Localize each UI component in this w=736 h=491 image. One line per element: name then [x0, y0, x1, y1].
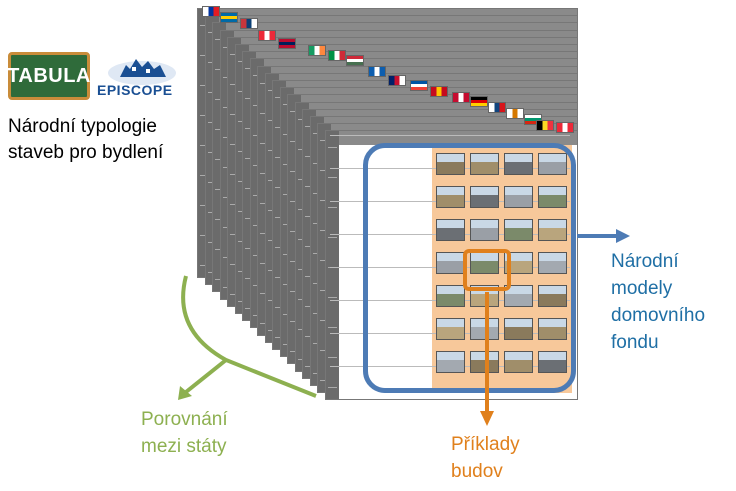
title-line-1: Národní typologie: [8, 116, 157, 137]
sheet-row-tick: [327, 387, 337, 389]
comparison-label: Porovnání mezi státy: [141, 406, 228, 460]
building-photo: [470, 153, 499, 175]
building-photo: [504, 285, 533, 307]
tabula-logo-text: TABULA: [7, 64, 91, 87]
national-models-line-4: fondu: [611, 332, 659, 353]
national-models-line-1: Národní: [611, 251, 679, 272]
belgium-flag-icon: [536, 120, 554, 131]
sheet-header: [338, 131, 577, 146]
building-photo: [436, 285, 465, 307]
denmark-flag-icon: [452, 92, 470, 103]
title-line-2: staveb pro bydlení: [8, 142, 164, 163]
building-photo: [504, 153, 533, 175]
ireland-flag-icon: [308, 45, 326, 56]
building-photo: [470, 186, 499, 208]
building-photo: [538, 252, 567, 274]
comparison-line-1: Porovnání: [141, 409, 228, 430]
france-flag-icon: [410, 80, 428, 91]
sheet-row-tick: [327, 177, 337, 179]
green-arrow-head: [178, 386, 192, 400]
building-photo: [470, 318, 499, 340]
sheet-row-tick: [327, 297, 337, 299]
norway-flag-icon: [278, 38, 296, 49]
table-row-line: [330, 135, 570, 136]
hungary-flag-icon: [346, 55, 364, 66]
serbia-flag-icon: [240, 18, 258, 29]
national-models-label: Národní modely domovního fondu: [611, 248, 705, 356]
building-photo: [504, 219, 533, 241]
building-photo: [436, 153, 465, 175]
greece-flag-icon: [368, 66, 386, 77]
tabula-logo: TABULA: [7, 52, 91, 100]
building-example-highlight: [463, 249, 511, 291]
national-models-frame: [363, 143, 576, 393]
austria-flag-icon: [258, 30, 276, 41]
national-models-line-2: modely: [611, 278, 673, 299]
sweden-flag-icon: [220, 12, 238, 23]
national-models-line-3: domovního: [611, 305, 706, 326]
building-photo: [538, 285, 567, 307]
building-photo: [436, 219, 465, 241]
building-photo: [538, 186, 567, 208]
episcope-logo-icon: [108, 59, 176, 85]
italy-flag-icon: [328, 50, 346, 61]
building-photo: [504, 351, 533, 373]
building-photo: [436, 318, 465, 340]
green-arrow-line: [184, 358, 228, 394]
sheet-row-tick: [327, 357, 337, 359]
building-photo: [436, 351, 465, 373]
comparison-line-2: mezi státy: [141, 436, 227, 457]
examples-label: Příklady budov: [451, 431, 520, 485]
orange-arrow-head: [480, 411, 494, 426]
building-photo: [504, 186, 533, 208]
sheet-row-strip: [325, 131, 339, 400]
sheet-row-tick: [327, 327, 337, 329]
blue-arrow-head: [616, 229, 630, 243]
united-kingdom-flag-icon: [388, 75, 406, 86]
bulgaria-flag-icon: [524, 114, 542, 125]
czech-flag-icon: [488, 102, 506, 113]
germany-flag-icon: [470, 96, 488, 107]
sheet-row-tick: [327, 237, 337, 239]
examples-line-2: budov: [451, 461, 503, 482]
austria2-flag-icon: [556, 122, 574, 133]
page-title: Národní typologie staveb pro bydlení: [8, 114, 163, 166]
examples-line-1: Příklady: [451, 434, 520, 455]
spain-flag-icon: [430, 86, 448, 97]
slovenia-flag-icon: [202, 6, 220, 17]
sheet-row-tick: [327, 207, 337, 209]
building-photo: [504, 252, 533, 274]
building-photo: [538, 219, 567, 241]
building-photo: [470, 219, 499, 241]
building-photo: [504, 318, 533, 340]
building-photo: [538, 318, 567, 340]
building-photo: [436, 186, 465, 208]
cyprus-flag-icon: [506, 108, 524, 119]
green-bracket: [181, 275, 317, 398]
building-photo: [538, 351, 567, 373]
sheet-row-tick: [327, 147, 337, 149]
building-photo: [470, 351, 499, 373]
episcope-logo-text: EPISCOPE: [97, 82, 173, 98]
